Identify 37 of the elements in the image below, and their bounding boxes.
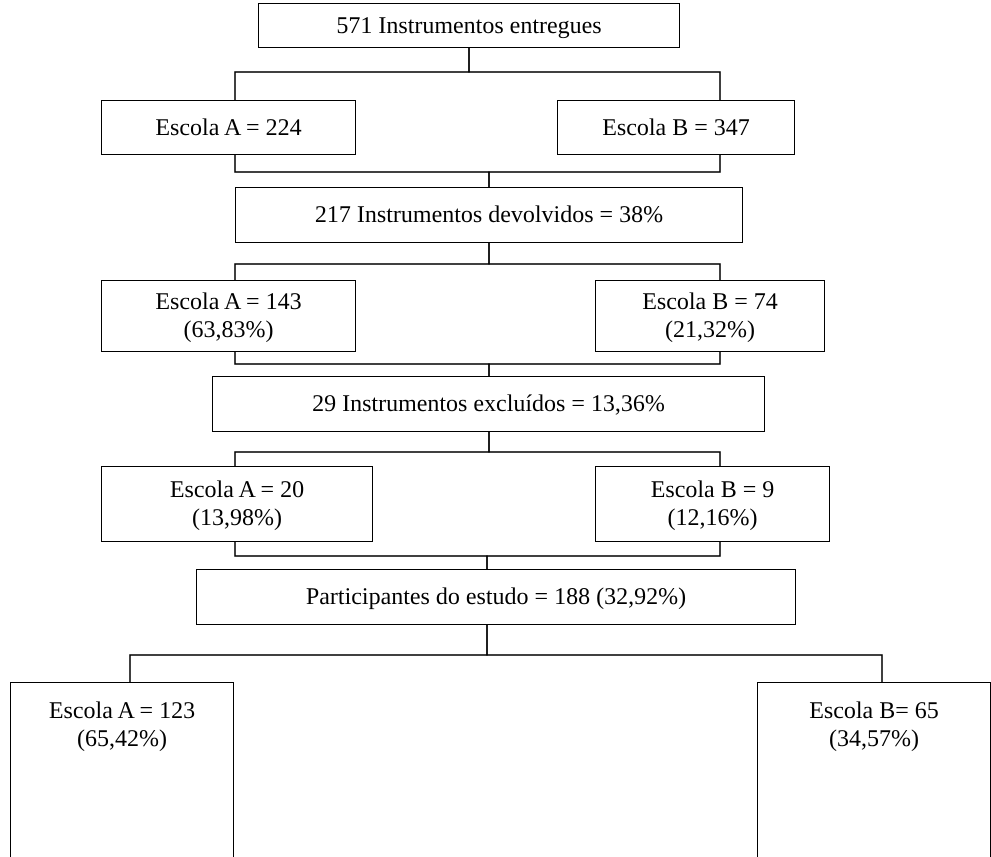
connector-line [486,625,883,682]
connector-line [488,432,721,466]
process-box [10,682,234,857]
box-text: Escola A = 224 [155,114,302,142]
process-box [235,187,743,243]
process-box [101,280,356,352]
box-text: (13,98%) [192,504,282,532]
box-text: Escola A = 143 [155,288,302,316]
box-text: (34,57%) [829,725,919,753]
process-box [101,100,356,155]
connector-line [488,352,721,376]
process-box [101,466,373,542]
box-text: (63,83%) [184,316,274,344]
box-text: (65,42%) [77,725,167,753]
connector-line [468,48,721,100]
box-text: Escola A = 20 [170,476,304,504]
box-text: Escola A = 123 [48,697,196,725]
box-text: 217 Instrumentos devolvidos = 38% [314,201,664,229]
process-box [595,466,830,542]
process-box [557,100,795,155]
connector-line [486,542,721,569]
process-box [196,569,796,625]
connector-line [488,243,721,280]
process-box [212,376,765,432]
process-box [757,682,991,857]
box-text: Escola B = 9 [650,476,774,504]
box-text: 571 Instrumentos entregues [336,12,602,40]
box-text: 29 Instrumentos excluídos = 13,36% [312,390,665,418]
process-box [595,280,825,352]
box-text: Escola B= 65 [809,697,939,725]
connector-line [488,155,721,187]
process-box [258,3,680,48]
box-text: Escola B = 74 [642,288,778,316]
box-text: Escola B = 347 [602,114,750,142]
box-text: Participantes do estudo = 188 (32,92%) [306,583,686,611]
box-text: (21,32%) [665,316,755,344]
box-text: (12,16%) [668,504,758,532]
